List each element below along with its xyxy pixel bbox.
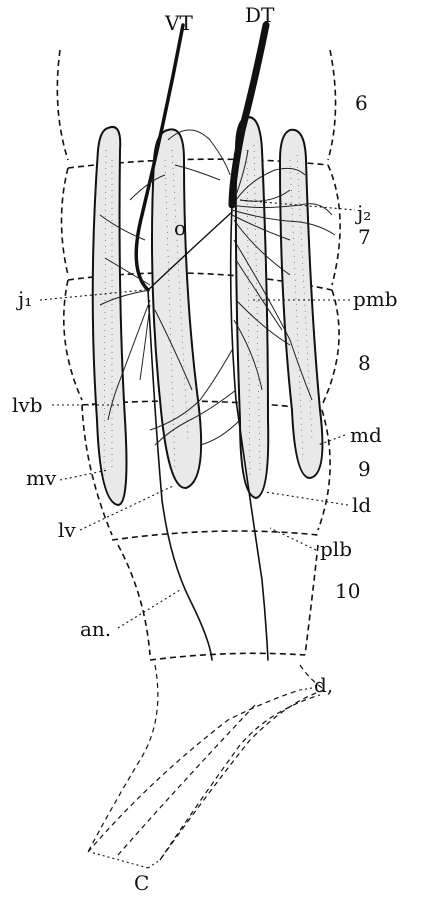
label-mv: mv	[26, 466, 57, 490]
label-o: o	[174, 216, 186, 240]
branch	[200, 420, 240, 445]
label-j2: j₂	[355, 201, 371, 225]
label-lv: lv	[58, 518, 76, 542]
label-dt: DT	[245, 3, 275, 27]
tail-outline-right	[160, 665, 325, 860]
leader-mv	[60, 470, 108, 480]
label-segment-8: 8	[358, 351, 371, 375]
tail-inner-a	[88, 690, 300, 852]
organ-md	[280, 130, 322, 478]
label-segment-7: 7	[358, 225, 371, 249]
organ-mv	[93, 127, 127, 505]
label-j1: j₁	[16, 287, 32, 311]
organ-lv	[152, 129, 201, 488]
label-vt: VT	[164, 11, 193, 35]
branch	[140, 305, 150, 380]
label-c: C	[134, 871, 149, 895]
label-ld: ld	[352, 493, 371, 517]
tail-outline-left	[88, 665, 158, 852]
segment-10-outline	[118, 545, 318, 660]
leader-ld	[265, 492, 348, 505]
leader-c-b	[148, 860, 160, 868]
organ-ld	[236, 117, 268, 498]
tail-appendages	[88, 665, 325, 860]
label-plb: plb	[320, 537, 352, 561]
label-md: md	[350, 423, 382, 447]
tail-inner-c	[118, 705, 255, 855]
label-pmb: pmb	[353, 287, 398, 311]
leader-an	[118, 590, 180, 628]
label-an: an.	[80, 617, 111, 641]
tail-inner-b	[160, 695, 320, 860]
label-segment-10: 10	[335, 579, 360, 603]
leader-d	[300, 688, 312, 690]
label-segment-9: 9	[358, 457, 371, 481]
label-segment-6: 6	[355, 91, 368, 115]
label-d: d,	[314, 673, 333, 697]
label-lvb: lvb	[12, 393, 43, 417]
figure-labels: VT DT 6 j₂ 7 o j₁ pmb 8 lvb md 9 mv ld l…	[12, 3, 398, 895]
